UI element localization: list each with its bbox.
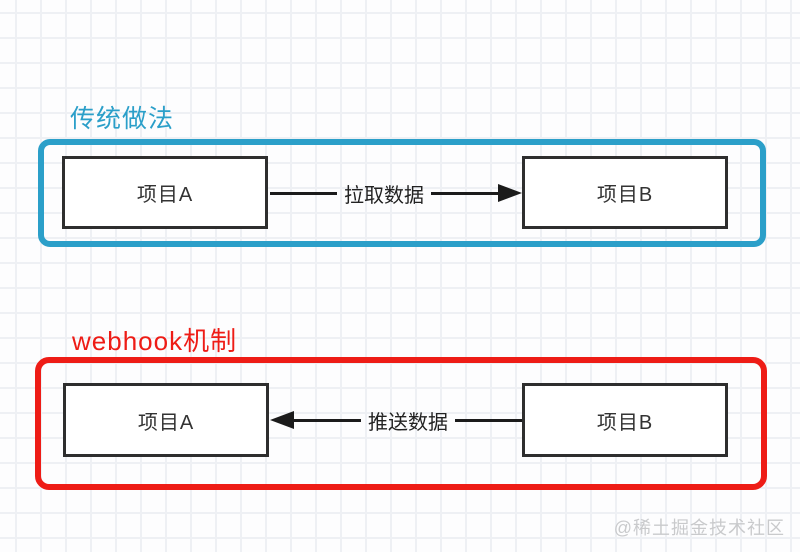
section-title-webhook: webhook机制 xyxy=(72,326,238,356)
node-project-b-traditional: 项目B xyxy=(522,156,728,229)
arrow-push-data: 推送数据 xyxy=(270,407,522,434)
arrowhead-right-icon xyxy=(498,184,522,202)
arrow-label-pull: 拉取数据 xyxy=(344,184,424,207)
node-project-b-webhook: 项目B xyxy=(522,383,728,457)
node-project-a-webhook: 项目A xyxy=(63,383,269,457)
node-label: 项目A xyxy=(137,411,195,434)
node-project-a-traditional: 项目A xyxy=(62,156,268,229)
arrow-line xyxy=(294,418,361,422)
arrowhead-left-icon xyxy=(270,411,294,429)
webhook-section-frame xyxy=(35,357,767,490)
arrow-pull-data: 拉取数据 xyxy=(270,180,522,207)
arrow-line xyxy=(270,191,337,195)
watermark-text: @稀土掘金技术社区 xyxy=(613,518,785,538)
section-title-traditional: 传统做法 xyxy=(70,105,175,133)
node-label: 项目A xyxy=(136,184,194,206)
arrow-line xyxy=(431,191,498,195)
traditional-section-frame xyxy=(38,139,766,247)
node-label: 项目B xyxy=(596,184,654,206)
node-label: 项目B xyxy=(596,411,654,434)
arrow-label-push: 推送数据 xyxy=(368,411,448,434)
arrow-line xyxy=(455,418,522,422)
